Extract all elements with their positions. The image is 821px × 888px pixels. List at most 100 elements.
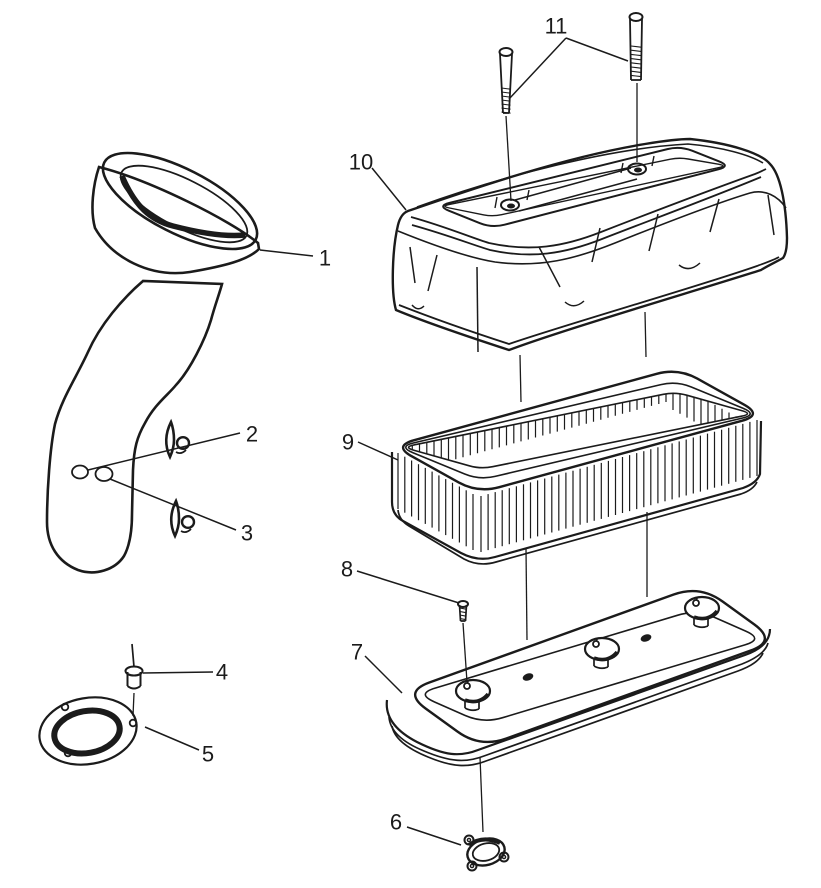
ring-hole-2 [128, 718, 138, 728]
thread-hatch [630, 58, 642, 61]
part-4-pin [124, 643, 144, 717]
alignment-lines [519, 311, 648, 641]
callout-6: 6 [390, 810, 402, 835]
cover-boss-left-hole [507, 203, 515, 209]
leader-4 [142, 671, 214, 674]
clip-sail [164, 418, 176, 461]
part-1-intake-duct [45, 151, 261, 574]
thread-hatch [501, 99, 511, 102]
thread-hatch [459, 610, 467, 614]
duct-opening-outer [101, 151, 259, 251]
thread-hatch [630, 62, 642, 65]
pin-alignment-line [132, 692, 135, 717]
funnel-front-2 [648, 198, 720, 270]
boss-hole [592, 640, 600, 648]
filter-rim-outer [401, 370, 755, 491]
boss-hole [463, 682, 471, 690]
flange-inner [471, 842, 501, 862]
thread-hatch [630, 74, 642, 78]
cover-rim-seam-1 [410, 168, 767, 249]
leader-7 [364, 655, 403, 694]
flange-ear-hole-1 [466, 837, 472, 843]
leader-8 [356, 570, 460, 604]
callout-4: 4 [216, 660, 228, 685]
thread-hatch [501, 91, 511, 94]
duct-rim-band [119, 174, 246, 239]
thread-hatch [630, 70, 642, 73]
thread-hatch [501, 95, 511, 98]
pin-body [126, 672, 142, 690]
callout-3: 3 [241, 521, 253, 546]
leader-2 [87, 432, 241, 471]
thread-hatch [630, 45, 642, 48]
base-vent-hole-1 [522, 673, 534, 681]
base-generated [414, 589, 766, 744]
clip-tail [175, 449, 187, 455]
callout-7: 7 [351, 640, 363, 665]
part-2-clip [164, 418, 191, 461]
boss-hole-tick [595, 637, 599, 642]
funnel-front-3 [767, 194, 775, 236]
thread-hatch [630, 53, 642, 57]
cover-back-rim [416, 143, 764, 208]
callouts: 1 2 3 4 5 6 7 8 9 10 11 [202, 14, 568, 835]
filter-rim-mid [405, 382, 751, 479]
boss-hole-tick [695, 596, 699, 601]
base-vent-hole-2 [640, 634, 652, 642]
boss-hole [692, 599, 700, 607]
boss-neck [693, 618, 709, 629]
boss-neck [464, 701, 480, 712]
cover-boss-left [500, 198, 520, 212]
cover-bottom-lip [398, 256, 780, 345]
base-rim-outer [414, 589, 766, 744]
leader-3 [109, 478, 237, 531]
ring-inner [51, 707, 123, 757]
part-7-base-plate [385, 589, 772, 767]
flange-ear-hole-2 [501, 854, 507, 860]
boss-hole-tick [466, 679, 470, 684]
base-side-wall [385, 628, 772, 756]
callout-1: 1 [319, 246, 331, 271]
filter-bottom-band-outer [390, 420, 763, 560]
funnel-left-face [409, 246, 438, 310]
cover-funnel-marks [409, 194, 775, 353]
screw-head [498, 47, 514, 57]
flange-heavy-arc [467, 837, 501, 847]
callout-10: 10 [349, 150, 373, 175]
flange-ear-hole-3 [469, 863, 475, 869]
duct-tube [45, 279, 224, 574]
cover-outline [391, 137, 789, 352]
thread-hatch [501, 87, 511, 90]
boss-heavy-arc [693, 609, 719, 621]
screw-alignment-line [505, 115, 512, 202]
leader-6 [406, 826, 462, 846]
leader-5 [144, 726, 200, 751]
ring-hole-1 [60, 702, 70, 712]
cover-panel-outer [442, 146, 726, 228]
cover-panel-inner [444, 157, 724, 217]
clip-tail [180, 528, 192, 534]
callout-5: 5 [202, 742, 214, 767]
cover-panel [442, 146, 726, 228]
pin-shaft [131, 643, 135, 668]
align-cover-filter-left [519, 354, 522, 403]
screw-shank [458, 604, 468, 622]
part-10-airbox-cover [391, 137, 789, 353]
base-top-face [415, 591, 765, 742]
clip-loop [175, 436, 191, 451]
boss-neck [593, 659, 609, 670]
callout-11: 11 [545, 14, 568, 39]
clip-sail [169, 497, 181, 540]
thread-hatch [630, 66, 642, 69]
callout-2: 2 [246, 422, 258, 447]
thread-hatch [459, 607, 467, 610]
thread-hatch [501, 111, 511, 114]
filter-rim-inner [407, 392, 749, 469]
ring-outer [38, 696, 138, 766]
filter-bottom-band-inner [397, 481, 758, 565]
cover-rim-seam-2 [411, 176, 762, 256]
screw-left [498, 47, 514, 202]
duct-cup-body [91, 165, 261, 275]
screw-head [628, 12, 644, 22]
cover-crease-line [476, 266, 479, 353]
